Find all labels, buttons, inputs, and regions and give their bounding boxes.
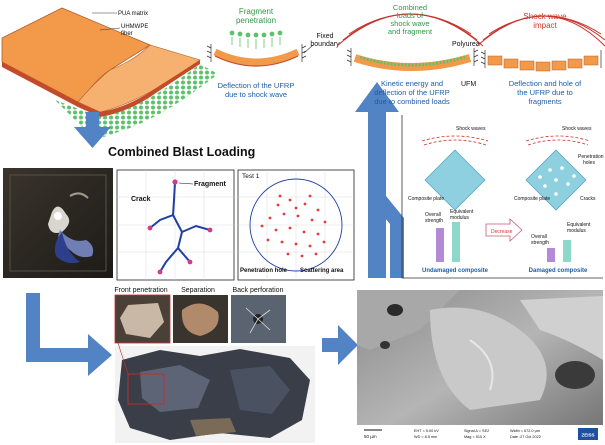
fixed-boundary-1: Fixed <box>316 33 333 40</box>
right-bar1-l2: strength <box>531 240 549 246</box>
impact-caption-3: fragments <box>528 97 562 106</box>
left-bar2-l2: modulus <box>450 215 469 221</box>
combined-label-2: loads of <box>397 11 424 20</box>
sem-c2l2: Mag = 510 X <box>464 435 486 439</box>
ufm-label: UFM <box>461 81 476 88</box>
left-caption: Undamaged composite <box>422 268 489 274</box>
hole-distribution-diagram: Test 1 Penetration hole Scattering area <box>237 169 355 281</box>
sem-c3l2: Date :27 Oct 2022 <box>510 435 541 439</box>
fragmented-composite-photo <box>115 342 315 443</box>
polyurea-label: Polyurea <box>452 41 480 48</box>
fragment-marker-label: Fragment <box>194 181 227 188</box>
left-bar1-l2: strength <box>425 218 443 224</box>
sem-scale: 50 µm <box>364 434 377 439</box>
right-holes-l1: Penetration <box>578 154 604 160</box>
arrow-down <box>74 112 111 148</box>
laminate-illustration: PUA matrix UHMWPE fiber <box>1 7 218 140</box>
right-bar2-l2: modulus <box>567 228 586 234</box>
fragment-label-2: penetration <box>236 16 276 25</box>
right-bar1-l1: Overall <box>531 234 547 240</box>
front-penetration-label: Front penetration <box>114 287 167 294</box>
fiber-label-2: fiber <box>121 31 133 37</box>
matrix-label: PUA matrix <box>118 11 148 17</box>
sem-micrograph: 50 µm EHT = 5.00 kV WD = 8.5 mm Signal A… <box>357 290 603 443</box>
stage-shock-impact: Shock wave impact Deflection and hole of… <box>476 12 605 106</box>
combined-label-1: Combined <box>393 3 427 12</box>
right-shock-label: Shock waves <box>562 126 592 132</box>
separation-label: Separation <box>181 287 215 294</box>
blast-plate-photo <box>3 168 113 278</box>
right-caption: Damaged composite <box>529 268 588 274</box>
combined-label-4: and fragment <box>388 27 433 36</box>
right-cracks-label: Cracks <box>580 196 596 202</box>
arrow-branch <box>380 196 404 278</box>
impact-caption-2: the UFRP due to <box>517 88 573 97</box>
stage-fragment-penetration: Fragment penetration Deflection of the U… <box>206 7 340 99</box>
impact-label-1: Shock wave <box>523 12 567 21</box>
fragment-label-1: Fragment <box>239 7 274 16</box>
right-bar2-l1: Equivalent <box>567 222 591 228</box>
zeiss-logo: ZEISS <box>581 433 594 438</box>
left-bar2-l1: Equivalent <box>450 209 474 215</box>
scattering-area-label: Scattering area <box>300 268 344 274</box>
sem-c1l1: EHT = 5.00 kV <box>414 429 439 433</box>
sem-c3l1: Width = 672.0 µm <box>510 429 540 433</box>
impact-caption-1: Deflection and hole of <box>509 79 582 88</box>
decrease-label: Decrease <box>491 229 513 235</box>
test-title: Test 1 <box>242 173 260 180</box>
left-bar1-l1: Overall <box>425 212 441 218</box>
fixed-boundary-2: boundary <box>310 41 340 48</box>
crack-diagram: Crack Fragment <box>116 169 235 281</box>
combined-caption-2: deflection of the UFRP <box>374 88 449 97</box>
right-holes-l2: holes <box>583 160 595 166</box>
impact-label-2: impact <box>533 21 557 30</box>
arrow-up <box>355 82 399 278</box>
fragment-caption-2: due to shock wave <box>225 90 287 99</box>
fiber-label: UHMWPE <box>121 24 148 30</box>
fragment-caption-1: Deflection of the UFRP <box>218 81 295 90</box>
combined-label-3: shock wave <box>390 19 429 28</box>
right-plate-label: Composite plate <box>514 196 550 202</box>
left-plate-label: Composite plate <box>408 196 444 202</box>
sem-c1l2: WD = 8.5 mm <box>414 435 437 439</box>
stage-combined-loads: Combined loads of shock wave and fragmen… <box>336 3 484 106</box>
arrow-elbow <box>26 293 112 376</box>
penetration-hole-label: Penetration hole <box>240 268 288 274</box>
crack-label: Crack <box>131 196 151 203</box>
left-shock-label: Shock waves <box>456 126 486 132</box>
back-perforation-label: Back perforation <box>233 287 284 294</box>
arrow-right <box>322 325 358 365</box>
sem-c2l1: Signal A = SE2 <box>464 429 489 433</box>
combined-caption-3: due to combined loads <box>374 97 450 106</box>
heading: Combined Blast Loading <box>108 145 255 159</box>
damage-mode-photos: Front penetration Separation Back perfor… <box>114 287 286 344</box>
combined-caption-1: Kinetic energy and <box>381 79 443 88</box>
strength-panel: Shock waves Composite plate Overall stre… <box>401 115 604 279</box>
flow-arrows <box>26 82 404 376</box>
